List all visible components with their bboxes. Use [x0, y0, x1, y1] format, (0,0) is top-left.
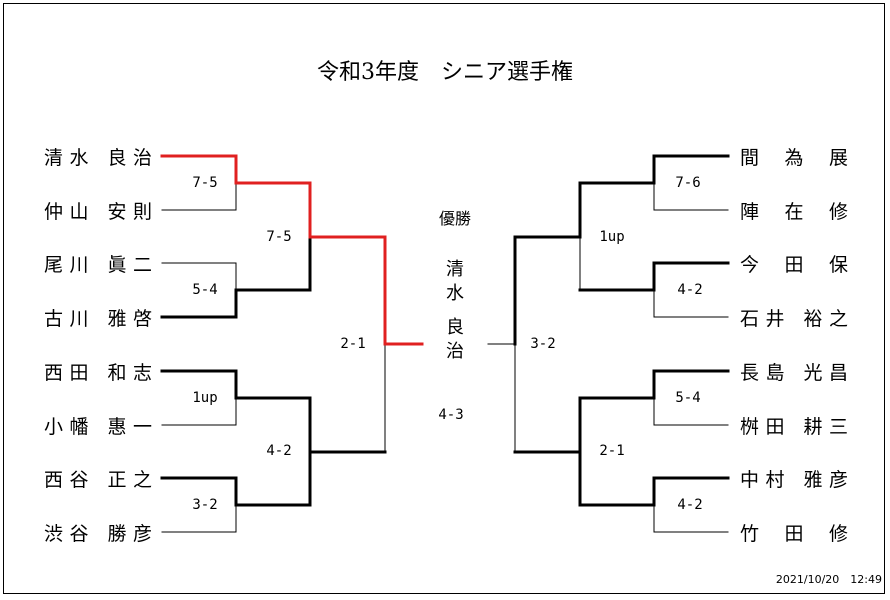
final-score: 4-3	[438, 407, 464, 423]
right-r3-score: 3-2	[530, 336, 556, 352]
right-r1-score-4: 4-2	[677, 497, 703, 513]
left-r2-score-2: 4-2	[266, 443, 292, 459]
right-player-7: 中村 雅彦	[740, 469, 848, 491]
right-player-1: 間 為 展	[740, 147, 848, 169]
left-player-8: 渋谷 勝彦	[44, 523, 152, 545]
page-title: 令和3年度 シニア選手権	[317, 60, 573, 85]
left-r1-score-2: 5-4	[192, 282, 218, 298]
page-frame	[3, 3, 885, 594]
right-r2-score-2: 2-1	[599, 443, 625, 459]
right-player-5: 長島 光昌	[740, 362, 848, 384]
left-r1-score-1: 7-5	[192, 175, 218, 191]
left-r1-score-4: 3-2	[192, 497, 218, 513]
champion-name: 清 水 良 治	[440, 258, 470, 364]
left-player-3: 尾川 眞二	[44, 254, 152, 276]
right-r1-score-3: 5-4	[675, 390, 701, 406]
left-r1-score-3: 1up	[192, 390, 218, 406]
right-player-8: 竹 田 修	[740, 523, 848, 545]
champion-name-char: 良	[446, 317, 464, 338]
right-player-6: 桝田 耕三	[740, 416, 848, 438]
champion-name-char: 治	[446, 341, 464, 362]
right-player-4: 石井 裕之	[740, 308, 848, 330]
right-player-3: 今 田 保	[740, 254, 848, 276]
right-player-2: 陣 在 修	[740, 201, 848, 223]
champion-name-char: 水	[446, 283, 464, 304]
left-player-1: 清水 良治	[44, 147, 152, 169]
champion-label: 優勝	[438, 209, 471, 228]
right-r2-score-1: 1up	[599, 229, 625, 245]
left-r2-score-1: 7-5	[266, 229, 292, 245]
champion-name-char: 清	[446, 259, 464, 280]
left-player-2: 仲山 安則	[44, 201, 152, 223]
right-r1-score-2: 4-2	[677, 282, 703, 298]
left-player-4: 古川 雅啓	[44, 308, 152, 330]
left-player-7: 西谷 正之	[44, 469, 152, 491]
left-r3-score: 2-1	[340, 336, 366, 352]
left-player-5: 西田 和志	[44, 362, 152, 384]
right-r1-score-1: 7-6	[675, 175, 701, 191]
timestamp: 2021/10/20 12:49	[775, 573, 882, 586]
left-player-6: 小幡 惠一	[44, 416, 152, 438]
